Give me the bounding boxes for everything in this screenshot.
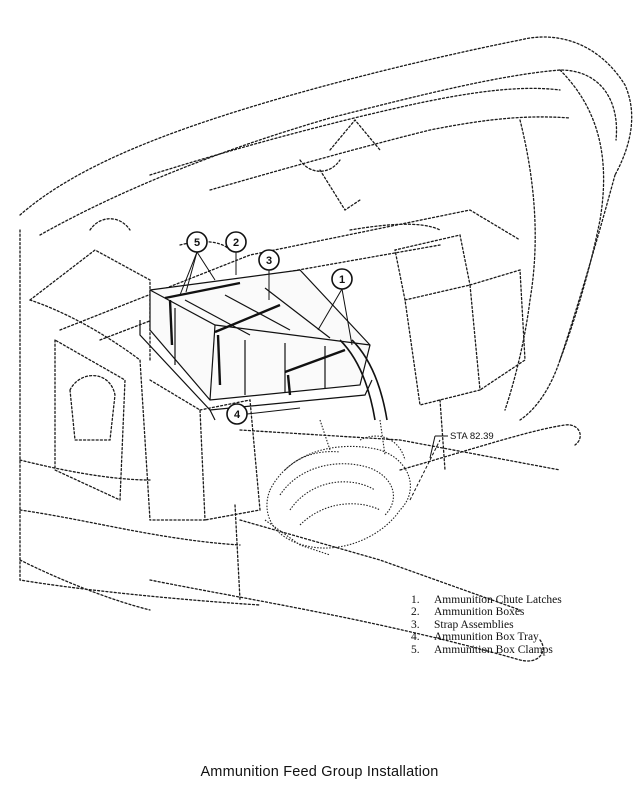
station-label: STA 82.39 — [450, 431, 494, 442]
callout-5: 5 — [186, 231, 208, 253]
left-frame-outline — [19, 229, 261, 606]
legend-item: 4. Ammunition Box Tray — [411, 631, 562, 643]
legend-item: 5. Ammunition Box Clamps — [411, 644, 562, 656]
feed-mechanism — [264, 419, 411, 556]
callout-2: 2 — [225, 231, 247, 253]
legend-number: 4. — [411, 631, 420, 644]
station-marker — [409, 435, 448, 501]
landing-skid-right — [399, 424, 581, 471]
landing-skid-left — [149, 579, 544, 662]
legend-item: 3. Strap Assemblies — [411, 619, 562, 631]
door-frame-right — [404, 284, 481, 406]
ammunition-chute-latches — [339, 339, 388, 421]
parts-legend: 1. Ammunition Chute Latches 2. Ammunitio… — [411, 594, 562, 656]
legend-item: 1. Ammunition Chute Latches — [411, 594, 562, 606]
legend-number: 3. — [411, 618, 420, 631]
callout-1: 1 — [331, 268, 353, 290]
legend-item: 2. Ammunition Boxes — [411, 606, 562, 618]
callout-1-number: 1 — [339, 274, 345, 286]
callout-3-number: 3 — [266, 255, 272, 267]
callout-5-number: 5 — [194, 237, 200, 249]
legend-text: Ammunition Chute Latches — [434, 594, 562, 606]
callout-4: 4 — [226, 403, 248, 425]
legend-text: Ammunition Box Clamps — [434, 643, 553, 656]
callout-4-number: 4 — [234, 409, 241, 421]
legend-text: Strap Assemblies — [434, 618, 514, 631]
callout-3: 3 — [258, 249, 280, 271]
legend-text: Ammunition Box Tray — [434, 631, 539, 644]
legend-text: Ammunition Boxes — [434, 606, 525, 619]
legend-number: 2. — [411, 606, 420, 619]
figure-caption: Ammunition Feed Group Installation — [200, 764, 439, 780]
callout-2-number: 2 — [233, 237, 239, 249]
cabin-roof-outline — [19, 36, 633, 216]
ammunition-boxes — [149, 269, 371, 401]
strap-assemblies — [164, 281, 346, 396]
legend-number: 5. — [411, 643, 420, 656]
legend-number: 1. — [411, 594, 420, 606]
